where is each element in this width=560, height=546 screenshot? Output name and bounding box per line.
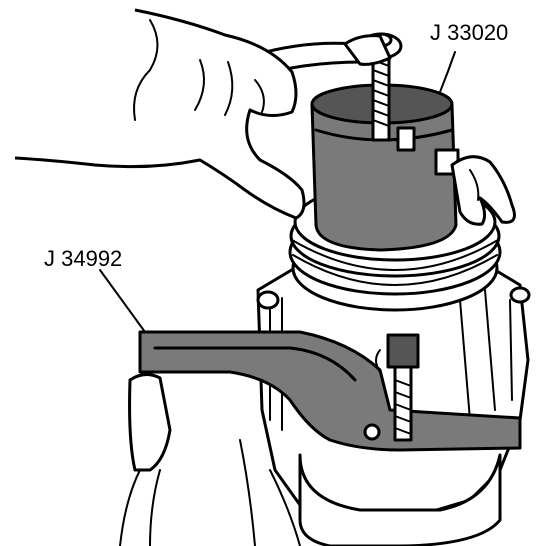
label-j33020: J 33020 [430, 20, 508, 45]
leader-j34992 [99, 269, 146, 333]
hand-right [450, 155, 516, 226]
leader-j33020 [439, 51, 456, 93]
compressor-body [119, 253, 531, 546]
hand-left [14, 8, 306, 220]
holding-fixture-j34992 [138, 330, 522, 452]
label-j34992: J 34992 [44, 246, 122, 271]
leader-lines [99, 51, 456, 333]
puller-tool-j33020 [310, 32, 460, 252]
